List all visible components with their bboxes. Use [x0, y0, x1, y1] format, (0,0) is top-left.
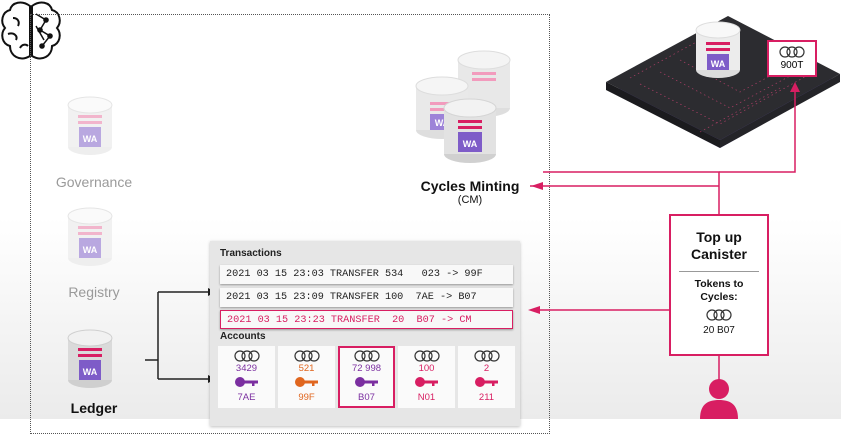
transaction-row: 2021 03 15 23:09 TRANSFER 100 7AE -> B07 [220, 288, 513, 307]
account-balance: 521 [298, 363, 315, 374]
wa-label: WA [83, 134, 98, 144]
cycles-minting-label: Cycles Minting [420, 178, 520, 194]
wa-label: WA [83, 367, 98, 377]
wa-label: WA [83, 245, 98, 255]
canister-cycles-value: 900T [780, 60, 804, 71]
brain-icon [1, 1, 61, 60]
cycles-icon [474, 350, 500, 362]
account-balance: 100 [418, 363, 435, 374]
account-id: 7AE [237, 392, 256, 403]
registry-label: Registry [68, 284, 120, 300]
cycles-icon [414, 350, 440, 362]
cycles-icon [294, 350, 320, 362]
topup-divider [679, 271, 759, 272]
account-id: 211 [478, 392, 495, 403]
account-balance: 3429 [235, 363, 258, 374]
transaction-row: 2021 03 15 23:03 TRANSFER 534 023 -> 99F [220, 265, 513, 284]
ledger-panel: Transactions 2021 03 15 23:03 TRANSFER 5… [210, 241, 520, 426]
wa-label: WA [711, 59, 726, 69]
account-card: 521 99F [278, 346, 335, 408]
governance-label: Governance [55, 174, 133, 190]
transaction-row-highlighted: 2021 03 15 23:23 TRANSFER 20 B07 -> CM [220, 310, 513, 329]
topup-canister-box: Top up Canister Tokens to Cycles: 20 B07 [669, 214, 769, 356]
account-card: 2 211 [458, 346, 515, 408]
topup-amount: 20 B07 [703, 325, 735, 336]
user-icon [700, 379, 738, 419]
cycles-minting-sublabel: (CM) [457, 194, 483, 206]
cycles-minting-canisters-icon: WA WA [415, 50, 511, 163]
key-icon [295, 377, 318, 387]
governance-canister-icon: WA [67, 96, 113, 155]
account-card-highlighted: 72 998 B07 [338, 346, 395, 408]
key-icon [355, 377, 378, 387]
account-card: 100 N01 [398, 346, 455, 408]
registry-canister-icon: WA [67, 207, 113, 266]
topup-subtitle: Tokens to Cycles: [694, 278, 744, 303]
account-card: 3429 7AE [218, 346, 275, 408]
topup-connections [528, 82, 800, 419]
ledger-label: Ledger [70, 400, 118, 416]
wa-label: WA [435, 118, 450, 128]
key-icon [235, 377, 258, 387]
cycles-icon [706, 309, 732, 321]
key-icon [415, 377, 438, 387]
accounts-title: Accounts [220, 331, 266, 342]
account-balance: 2 [483, 363, 490, 374]
cycles-icon [779, 46, 805, 58]
account-id: 99F [298, 392, 315, 403]
ledger-canister-icon: WA [67, 329, 113, 388]
topup-title: Top up Canister [690, 229, 748, 262]
account-id: B07 [358, 392, 375, 403]
cycles-icon [234, 350, 260, 362]
transactions-title: Transactions [220, 248, 282, 259]
canister-cycles-badge: 900T [767, 40, 817, 77]
account-balance: 72 998 [351, 363, 382, 374]
wa-label: WA [463, 139, 478, 149]
cycles-icon [354, 350, 380, 362]
account-id: N01 [417, 392, 436, 403]
key-icon [475, 377, 498, 387]
